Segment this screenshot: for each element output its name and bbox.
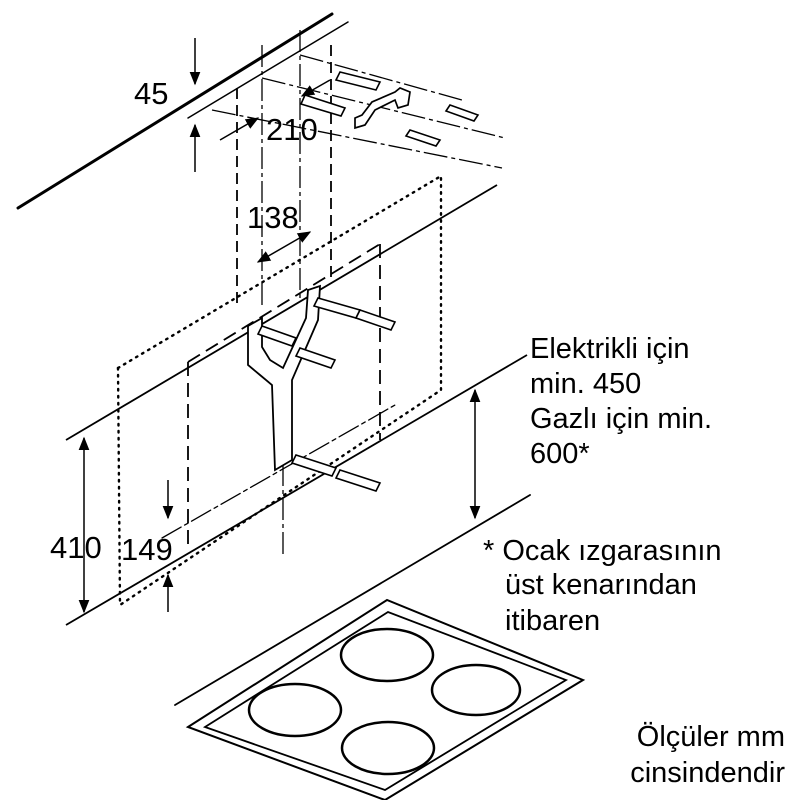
ceiling-reference-line bbox=[187, 21, 349, 119]
wall-bracket bbox=[247, 284, 321, 472]
svg-text:cinsindendir: cinsindendir bbox=[630, 757, 785, 789]
burner-left bbox=[247, 682, 343, 738]
center-axes bbox=[261, 30, 301, 555]
dim-screw-spacing: 210 bbox=[266, 112, 318, 147]
svg-text:Ölçüler mm: Ölçüler mm bbox=[637, 721, 785, 753]
svg-text:Gazlı için min.: Gazlı için min. bbox=[530, 403, 712, 435]
screws bbox=[256, 71, 480, 492]
ceiling-line bbox=[16, 12, 334, 210]
bracket-centerline bbox=[161, 404, 396, 539]
dim-lower-bracket-offset: 149 bbox=[121, 532, 173, 567]
hood-reference-lines bbox=[65, 184, 528, 626]
clearance-note: Elektrikli için min. 450 Gazlı için min.… bbox=[530, 333, 712, 470]
dim-hood-height: 410 bbox=[50, 530, 102, 565]
dim-bracket-width: 138 bbox=[247, 200, 299, 235]
cooktop bbox=[185, 598, 586, 800]
dim-wall-gap: 45 bbox=[134, 76, 168, 111]
units-note: Ölçüler mm cinsindendir bbox=[630, 721, 785, 789]
svg-text:min. 450: min. 450 bbox=[530, 368, 641, 400]
burner-top bbox=[339, 627, 435, 683]
svg-text:üst kenarından: üst kenarından bbox=[505, 569, 697, 601]
back-panel-dashed bbox=[187, 243, 381, 548]
svg-text:itibaren: itibaren bbox=[505, 605, 600, 637]
burner-bottom bbox=[340, 720, 436, 776]
top-bracket bbox=[354, 87, 411, 130]
chimney-outline bbox=[236, 45, 332, 305]
svg-text:Elektrikli için: Elektrikli için bbox=[530, 333, 690, 365]
burner-right bbox=[430, 663, 522, 717]
hood-outline-dotted bbox=[116, 173, 443, 607]
dimension-arrows bbox=[78, 38, 481, 614]
cooktop-reference-line bbox=[174, 494, 531, 706]
footnote: * Ocak ızgarasının üst kenarından itibar… bbox=[483, 535, 722, 637]
svg-text:600*: 600* bbox=[530, 438, 590, 470]
svg-text:* Ocak ızgarasının: * Ocak ızgarasının bbox=[483, 535, 722, 567]
